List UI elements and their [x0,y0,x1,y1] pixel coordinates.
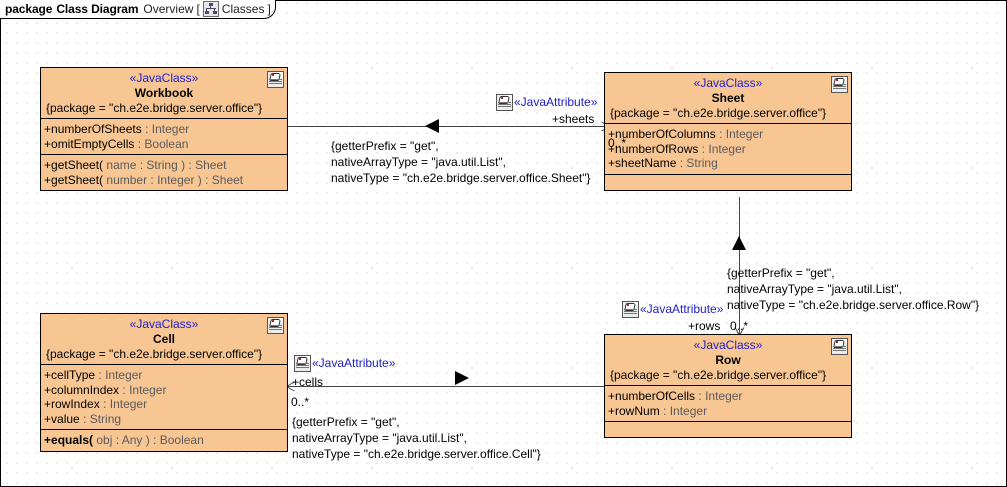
constraint-line: {getterPrefix = "get", [292,415,400,429]
class-stereotype: «JavaClass» [129,317,199,331]
frame-view-name: Overview [143,2,194,16]
attribute-row[interactable]: +numberOfCells : Integer [608,389,743,403]
class-stereotype: «JavaClass» [693,338,763,352]
class-property: {package = "ch.e2e.bridge.server.office"… [46,347,263,361]
constraint-line: {getterPrefix = "get", [727,266,835,280]
attribute-row[interactable]: +numberOfRows : Integer [608,141,746,156]
frame-package-name: Classes [221,2,265,16]
attribute-row[interactable]: +rowNum : Integer [608,403,708,418]
attribute-row[interactable]: +cellType : Integer [44,368,143,382]
association-stereotype-sheet-row: «JavaAttribute» [640,302,724,316]
class-attributes-cell: +cellType : Integer +columnIndex : Integ… [41,365,287,430]
class-box-sheet[interactable]: «JavaClass» Sheet {package = "ch.e2e.bri… [604,72,852,191]
class-operations-sheet [605,175,851,190]
constraint-line: nativeArrayType = "java.util.List", [292,431,467,445]
javaclass-icon [267,317,284,334]
attribute-row[interactable]: +sheetName : String [608,156,718,170]
class-operations-cell: +equals( obj : Any ) : Boolean [41,430,287,451]
constraint-line: nativeArrayType = "java.util.List", [727,282,902,296]
package-tree-icon [202,1,219,17]
class-property: {package = "ch.e2e.bridge.server.office"… [610,106,827,120]
class-box-workbook[interactable]: «JavaClass» Workbook {package = "ch.e2e.… [40,67,288,191]
class-name: Sheet [711,91,745,105]
class-attributes-sheet: +numberOfColumns : Integer +numberOfRows… [605,124,851,175]
class-stereotype: «JavaClass» [693,76,763,90]
association-role-rows: +rows [688,319,721,333]
class-property: {package = "ch.e2e.bridge.server.office"… [610,368,827,382]
javaattribute-icon [622,301,639,318]
constraint-line: {getterPrefix = "get", [331,139,439,153]
attribute-row[interactable]: +numberOfSheets : Integer [44,122,190,136]
operation-row[interactable]: +getSheet( name : String ) : Sheet [44,158,227,172]
association-role-sheets: +sheets [552,112,595,126]
class-operations-row [605,422,851,437]
class-property: {package = "ch.e2e.bridge.server.office"… [46,101,263,115]
connector-workbook-sheet[interactable] [288,126,610,127]
class-stereotype: «JavaClass» [129,71,199,85]
constraint-line: nativeType = "ch.e2e.bridge.server.offic… [292,447,541,461]
class-operations-workbook: +getSheet( name : String ) : Sheet +getS… [41,155,287,190]
class-header-cell: «JavaClass» Cell {package = "ch.e2e.brid… [41,314,287,365]
javaclass-icon [831,338,848,355]
association-constraint-row-cell: {getterPrefix = "get", nativeArrayType =… [292,414,541,462]
class-attributes-workbook: +numberOfSheets : Integer +omitEmptyCell… [41,119,287,155]
association-constraint-workbook-sheet: {getterPrefix = "get", nativeArrayType =… [331,138,590,186]
association-stereotype-row-cell: «JavaAttribute» [312,356,396,370]
class-name: Cell [152,332,175,346]
frame-bracket-close: ] [267,2,271,16]
operation-row[interactable]: +equals( obj : Any ) : Boolean [44,433,204,447]
attribute-row[interactable]: +numberOfColumns : Integer [608,127,764,141]
association-multiplicity-sheets: 0..* [608,136,627,150]
class-header-sheet: «JavaClass» Sheet {package = "ch.e2e.bri… [605,73,851,124]
association-constraint-sheet-row: {getterPrefix = "get", nativeArrayType =… [727,265,979,313]
class-header-workbook: «JavaClass» Workbook {package = "ch.e2e.… [41,68,287,119]
class-box-row[interactable]: «JavaClass» Row {package = "ch.e2e.bridg… [604,334,852,438]
class-header-row: «JavaClass» Row {package = "ch.e2e.bridg… [605,335,851,386]
attribute-row[interactable]: +columnIndex : Integer [44,382,167,397]
frame-bracket-open: [ [196,2,200,16]
operation-row[interactable]: +getSheet( number : Integer ) : Sheet [44,172,244,187]
class-name: Row [715,353,741,367]
connector-row-cell[interactable] [288,386,604,387]
class-name: Workbook [134,86,194,100]
constraint-line: nativeArrayType = "java.util.List", [331,155,506,169]
connector-sheet-row[interactable] [739,197,740,336]
constraint-line: nativeType = "ch.e2e.bridge.server.offic… [727,298,980,312]
arrowhead-row-cell [455,371,469,385]
association-multiplicity-cells: 0..* [291,395,310,409]
attribute-row[interactable]: +value : String [44,411,122,426]
attribute-row[interactable]: +rowIndex : Integer [44,397,148,411]
frame-keyword: package [5,2,53,16]
class-attributes-row: +numberOfCells : Integer +rowNum : Integ… [605,386,851,422]
diagram-frame-tab[interactable]: package Class Diagram Overview [ Classes… [0,0,276,19]
constraint-line: nativeType = "ch.e2e.bridge.server.offic… [331,171,591,185]
javaattribute-icon [496,94,513,111]
class-box-cell[interactable]: «JavaClass» Cell {package = "ch.e2e.brid… [40,313,288,452]
javaclass-icon [267,71,284,88]
javaclass-icon [831,76,848,93]
association-multiplicity-rows: 0..* [730,319,749,333]
arrowhead-workbook-sheet [425,119,439,133]
frame-diagram-type: Class Diagram [56,2,139,16]
javaattribute-icon [294,355,311,372]
association-role-cells: +cells [292,375,324,389]
attribute-row[interactable]: +omitEmptyCells : Boolean [44,136,189,151]
association-stereotype-workbook-sheet: «JavaAttribute» [514,95,598,109]
arrowhead-sheet-row [732,236,746,250]
